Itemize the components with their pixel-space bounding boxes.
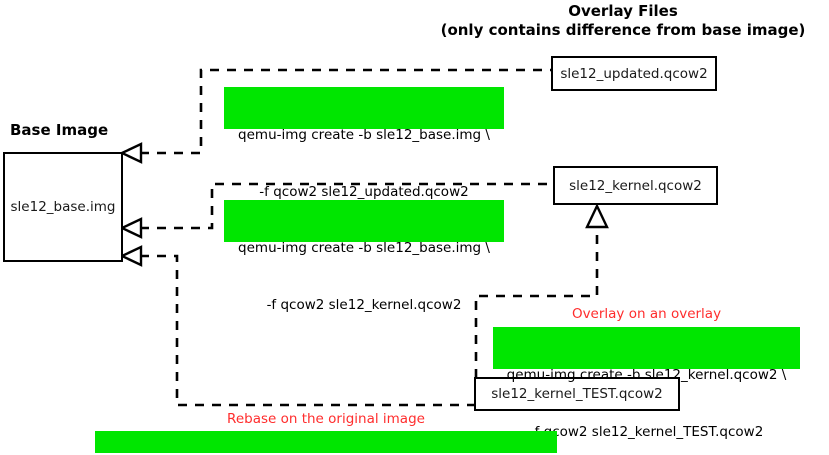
node-base-image-label: sle12_base.img — [10, 199, 116, 215]
command-create-kernel-line1: qemu-img create -b sle12_base.img \ — [238, 240, 490, 256]
command-create-kernel-test-line1: qemu-img create -b sle12_kernel.qcow2 \ — [506, 367, 787, 383]
connector-kernel-test-to-kernel — [474, 203, 609, 378]
overlay-files-title-line1: Overlay Files — [568, 2, 678, 20]
command-create-updated: qemu-img create -b sle12_base.img \ -f q… — [224, 87, 504, 200]
node-sle12-updated-label: sle12_updated.qcow2 — [560, 65, 708, 82]
command-create-kernel-line2: -f qcow2 sle12_kernel.qcow2 — [266, 297, 462, 313]
base-image-heading: Base Image — [10, 121, 109, 139]
overlay-files-title: Overlay Files (only contains difference … — [417, 2, 829, 40]
node-sle12-kernel-test-label: sle12_kernel_TEST.qcow2 — [491, 386, 663, 402]
connector-base-to-kernel — [119, 182, 553, 239]
node-base-image: sle12_base.img — [3, 152, 123, 262]
note-rebase-original: Rebase on the original image — [227, 411, 425, 427]
node-sle12-updated: sle12_updated.qcow2 — [551, 56, 717, 91]
command-create-updated-line1: qemu-img create -b sle12_base.img \ — [238, 127, 490, 143]
command-create-kernel-test: qemu-img create -b sle12_kernel.qcow2 \ … — [493, 327, 800, 440]
node-sle12-kernel-label: sle12_kernel.qcow2 — [569, 177, 702, 194]
node-sle12-kernel: sle12_kernel.qcow2 — [553, 166, 718, 205]
node-sle12-kernel-test: sle12_kernel_TEST.qcow2 — [474, 377, 680, 411]
note-overlay-on-overlay: Overlay on an overlay — [571, 306, 722, 322]
connector-base-to-updated — [119, 68, 551, 164]
connector-base-to-kernel-test-rebase — [119, 245, 474, 407]
command-rebase: qemu-img rebase -b sle12_base.img sle12_… — [95, 431, 557, 453]
command-create-updated-line2: -f qcow2 sle12_updated.qcow2 — [259, 184, 469, 200]
command-create-kernel: qemu-img create -b sle12_base.img \ -f q… — [224, 200, 504, 313]
overlay-files-title-line2: (only contains difference from base imag… — [440, 21, 806, 39]
